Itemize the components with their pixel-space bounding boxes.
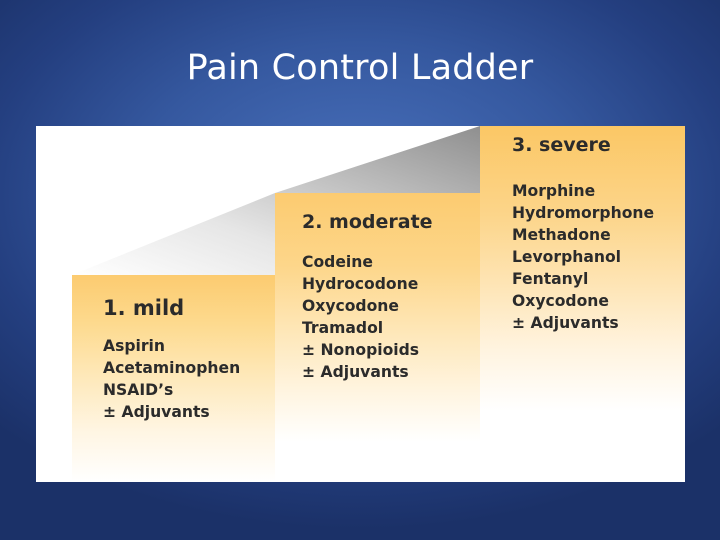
step-mild: 1. mild Aspirin Acetaminophen NSAID’s ± … bbox=[72, 275, 282, 482]
list-item: Codeine bbox=[302, 253, 373, 271]
step-heading: 2. moderate bbox=[302, 211, 433, 233]
list-item: Oxycodone bbox=[302, 297, 399, 315]
list-item: ± Adjuvants bbox=[512, 314, 619, 332]
list-item: ± Nonopioids bbox=[302, 341, 420, 359]
list-item: Morphine bbox=[512, 182, 596, 200]
step-heading: 3. severe bbox=[512, 134, 611, 156]
drug-list: Morphine Hydromorphone Methadone Levorph… bbox=[512, 180, 685, 334]
list-item: Fentanyl bbox=[512, 270, 589, 288]
list-item: Levorphanol bbox=[512, 248, 622, 266]
list-item: Hydromorphone bbox=[512, 204, 655, 222]
list-item: Tramadol bbox=[302, 319, 384, 337]
drug-list: Codeine Hydrocodone Oxycodone Tramadol ±… bbox=[302, 251, 485, 383]
list-item: Methadone bbox=[512, 226, 611, 244]
list-item: Aspirin bbox=[103, 337, 165, 355]
list-item: Oxycodone bbox=[512, 292, 609, 310]
ladder-diagram: 1. mild Aspirin Acetaminophen NSAID’s ± … bbox=[36, 126, 685, 482]
list-item: ± Adjuvants bbox=[103, 403, 210, 421]
list-item: Acetaminophen bbox=[103, 359, 241, 377]
step-severe: 3. severe Morphine Hydromorphone Methado… bbox=[480, 126, 685, 482]
slide-title: Pain Control Ladder bbox=[186, 48, 534, 88]
list-item: Hydrocodone bbox=[302, 275, 419, 293]
step-heading: 1. mild bbox=[103, 296, 185, 320]
step-moderate: 2. moderate Codeine Hydrocodone Oxycodon… bbox=[275, 193, 485, 482]
list-item: NSAID’s bbox=[103, 381, 174, 399]
list-item: ± Adjuvants bbox=[302, 363, 409, 381]
drug-list: Aspirin Acetaminophen NSAID’s ± Adjuvant… bbox=[103, 335, 282, 423]
